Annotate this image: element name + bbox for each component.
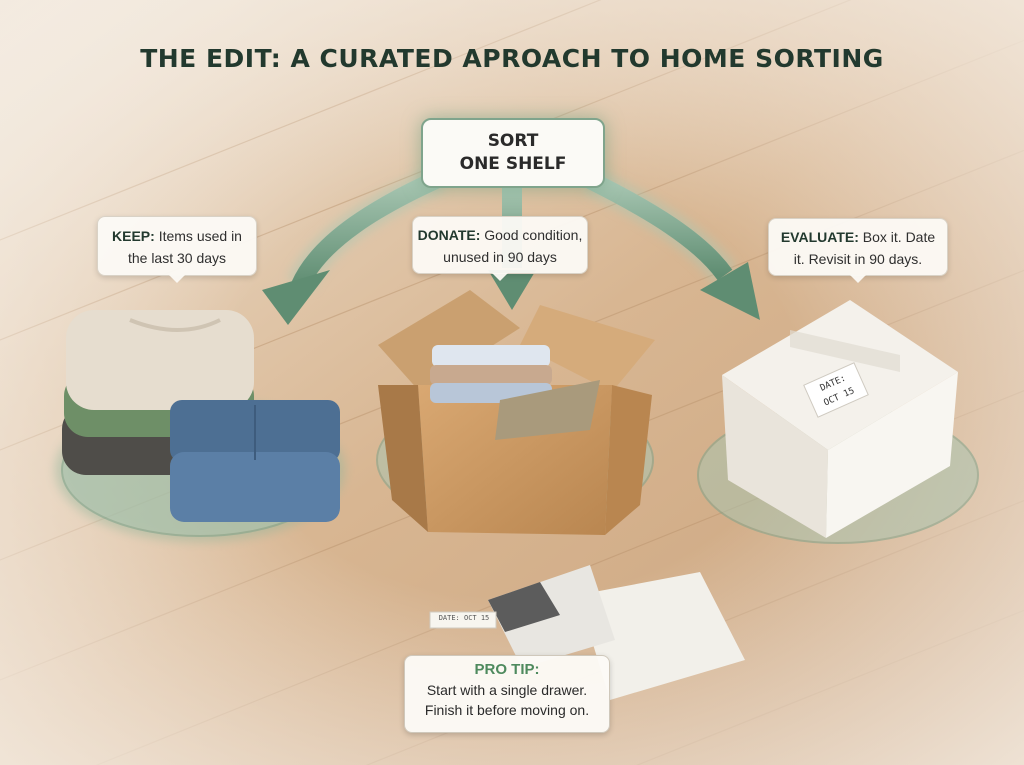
keep-label: KEEP:	[112, 228, 155, 244]
arrow-to-keep	[262, 165, 446, 325]
pro-tip-line-2: Finish it before moving on.	[424, 702, 590, 718]
sort-line-1: SORT	[487, 131, 539, 151]
evaluate-callout: EVALUATE: Box it. Date it. Revisit in 90…	[768, 218, 948, 283]
donate-text-2: unused in 90 days	[443, 249, 557, 265]
donate-text-1: Good condition,	[484, 227, 583, 243]
label-tape-text: DATE: OCT 15	[438, 614, 490, 622]
keep-text-1: Items used in	[158, 228, 242, 244]
donate-label: DONATE:	[417, 227, 481, 243]
pro-tip-title: PRO TIP:	[474, 661, 540, 678]
keep-text-2: the last 30 days	[127, 250, 227, 266]
donate-callout: DONATE: Good condition, unused in 90 day…	[412, 216, 588, 281]
arrow-to-evaluate	[583, 167, 760, 320]
sort-one-shelf-node: SORT ONE SHELF	[421, 118, 605, 188]
label-maker	[429, 565, 745, 700]
donate-box	[378, 290, 655, 535]
sort-line-2: ONE SHELF	[459, 154, 567, 174]
clothes-stack	[62, 310, 340, 522]
evaluate-label: EVALUATE:	[780, 229, 859, 245]
keep-callout: KEEP: Items used in the last 30 days	[97, 216, 257, 283]
evaluate-text-1: Box it. Date	[862, 229, 936, 245]
pro-tip-line-1: Start with a single drawer.	[426, 682, 588, 698]
pro-tip-callout: PRO TIP: Start with a single drawer. Fin…	[404, 655, 610, 733]
page-title: THE EDIT: A CURATED APROACH TO HOME SORT…	[140, 44, 884, 73]
evaluate-text-2: it. Revisit in 90 days.	[793, 251, 923, 267]
